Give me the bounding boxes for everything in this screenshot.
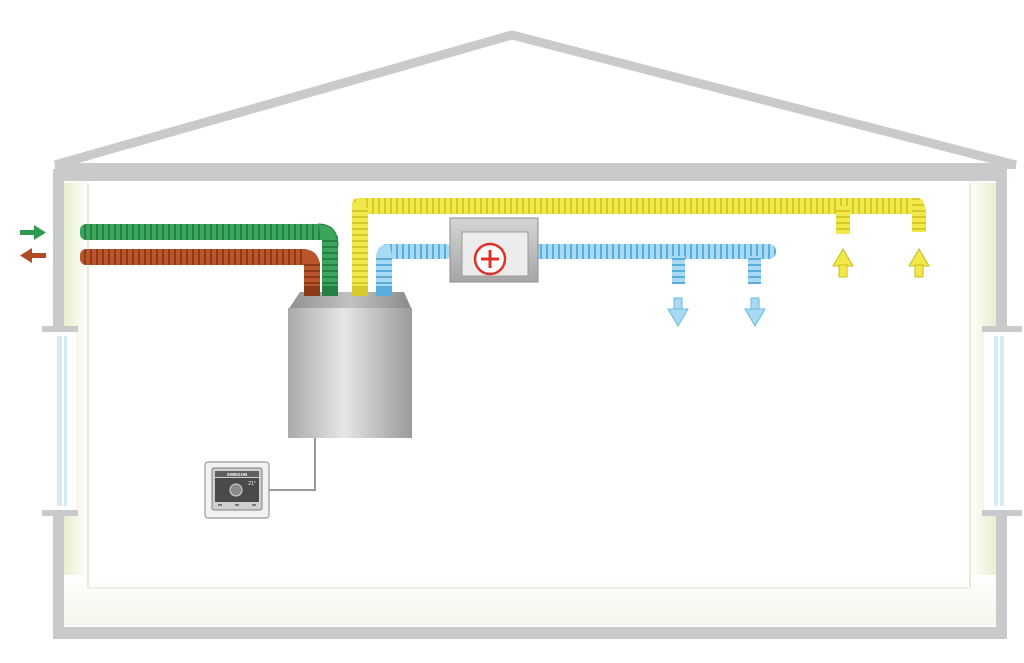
controller-temperature: 21° [248,481,256,487]
arrow-up-icon [832,248,854,278]
ventilation-unit [288,286,412,438]
supply-air-duct [376,244,776,296]
fresh-air-duct [80,223,339,296]
arrow-right-icon [20,225,46,240]
controller-dial-icon [229,483,243,497]
room-interior [64,183,996,625]
control-panel: SWEGON 21° [204,461,270,519]
roof [53,30,1018,170]
arrow-down-icon [667,297,689,327]
plus-circle-icon [473,242,507,276]
controller-cable [268,438,316,491]
arrow-down-icon [744,297,766,327]
arrow-up-icon [908,248,930,278]
duct-heater [449,217,539,283]
controller-brand: SWEGON [227,472,248,477]
arrow-left-icon [20,248,46,263]
extract-air-duct [352,198,926,296]
window-right [982,326,1022,516]
window-left [42,326,78,516]
exhaust-air-duct [80,249,320,296]
